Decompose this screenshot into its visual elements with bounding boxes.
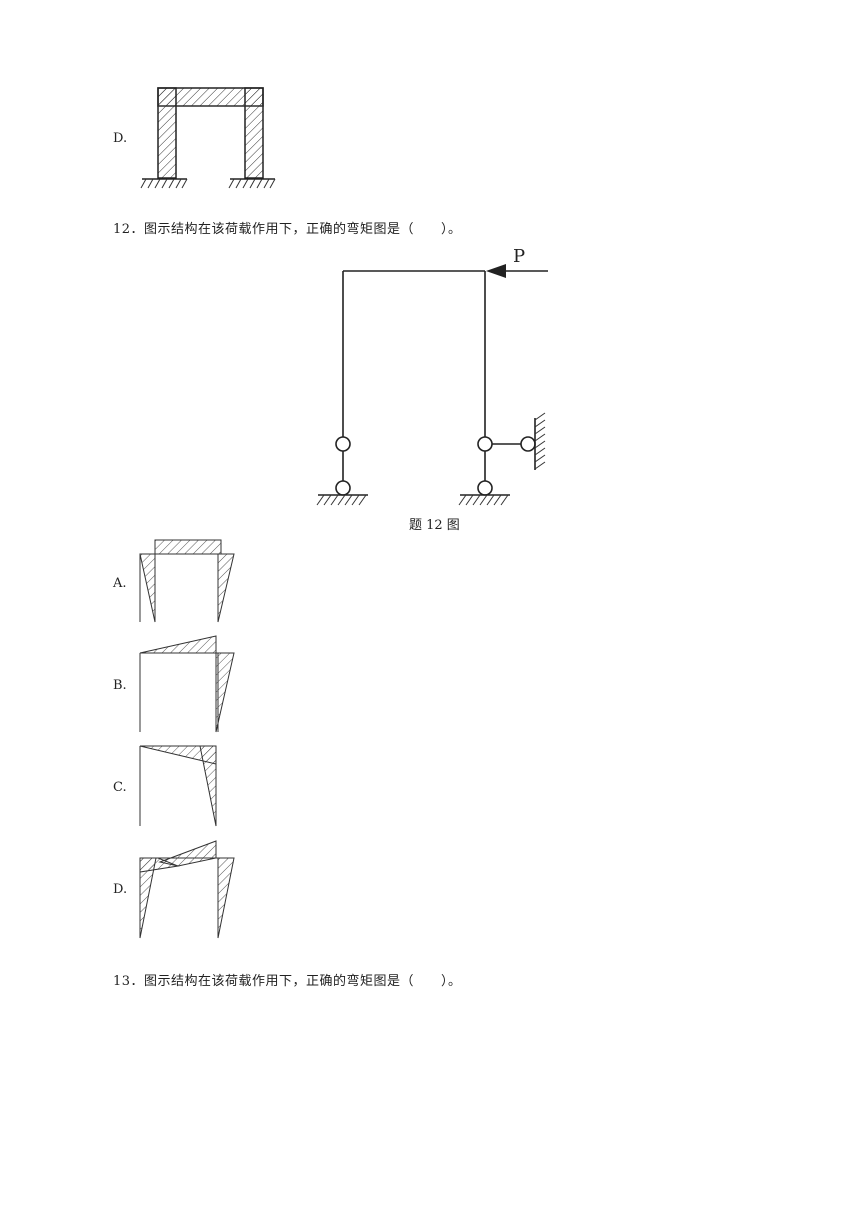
option-a-diagram <box>139 539 235 623</box>
ground-support-left <box>140 178 188 189</box>
option-c-diagram <box>139 745 217 827</box>
option-c-label: C. <box>113 780 127 795</box>
prev-option-d-label: D. <box>113 131 128 146</box>
load-arrow <box>486 264 548 278</box>
option-a-label: A. <box>113 576 127 591</box>
figure-caption: 题 12 图 <box>409 518 460 533</box>
ground-left <box>316 494 368 506</box>
option-b-diagram <box>139 635 235 733</box>
option-d-diagram <box>139 840 235 939</box>
frame-members <box>342 270 521 481</box>
option-d-label: D. <box>113 882 128 897</box>
question-13-text: 13．图示结构在该荷载作用下，正确的弯矩图是（ ）。 <box>113 974 462 989</box>
hinges <box>335 436 536 496</box>
hatched-frame <box>157 87 264 179</box>
option-b-label: B. <box>113 678 127 693</box>
ground-support-right <box>228 178 276 189</box>
question-12-text: 12．图示结构在该荷载作用下，正确的弯矩图是（ ）。 <box>113 222 462 237</box>
ground-right <box>458 494 510 506</box>
wall-support <box>534 412 546 470</box>
load-label: P <box>513 246 526 267</box>
